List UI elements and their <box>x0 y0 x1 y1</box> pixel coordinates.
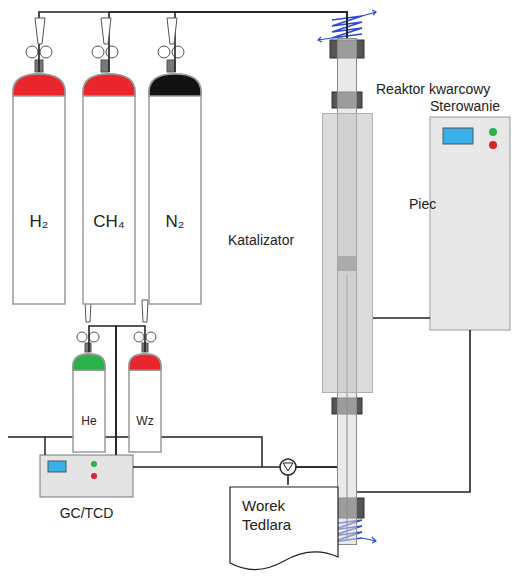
node-label: H₂ <box>12 212 66 232</box>
gas-cylinder: H₂ <box>12 72 66 305</box>
gc-tcd-unit: GC/TCD <box>40 455 133 497</box>
gas-cylinder: CH₄ <box>82 72 136 305</box>
gas-cylinder: He <box>72 352 106 453</box>
part-label: Katalizator <box>228 232 294 248</box>
node-label: Sterowanie <box>430 98 500 114</box>
node-label: CH₄ <box>82 212 136 232</box>
node-label: Wz <box>128 414 162 428</box>
tedlar-bag: Worek Tedlara <box>228 485 340 573</box>
node-label: Piec <box>409 196 436 212</box>
control-unit: Sterowanie <box>430 117 510 330</box>
gas-line <box>373 318 430 319</box>
cylinder-outline <box>82 72 136 305</box>
cylinder-outline <box>128 352 162 453</box>
gas-line <box>109 12 347 72</box>
gas-cylinder: Wz <box>128 352 162 453</box>
cylinder-outline <box>12 72 66 305</box>
node-label: Worek Tedlara <box>242 497 326 535</box>
cylinder-outline <box>148 72 202 305</box>
node-label: He <box>72 414 106 428</box>
node-label: N₂ <box>148 212 202 232</box>
gas-line <box>175 12 347 72</box>
node-label: GC/TCD <box>40 505 133 521</box>
gas-line <box>357 330 470 492</box>
gas-line <box>39 12 347 72</box>
cylinder-outline <box>72 352 106 453</box>
gas-cylinder: N₂ <box>148 72 202 305</box>
node-label: Reaktor kwarcowy <box>376 81 490 97</box>
furnace: Piec <box>322 113 373 393</box>
